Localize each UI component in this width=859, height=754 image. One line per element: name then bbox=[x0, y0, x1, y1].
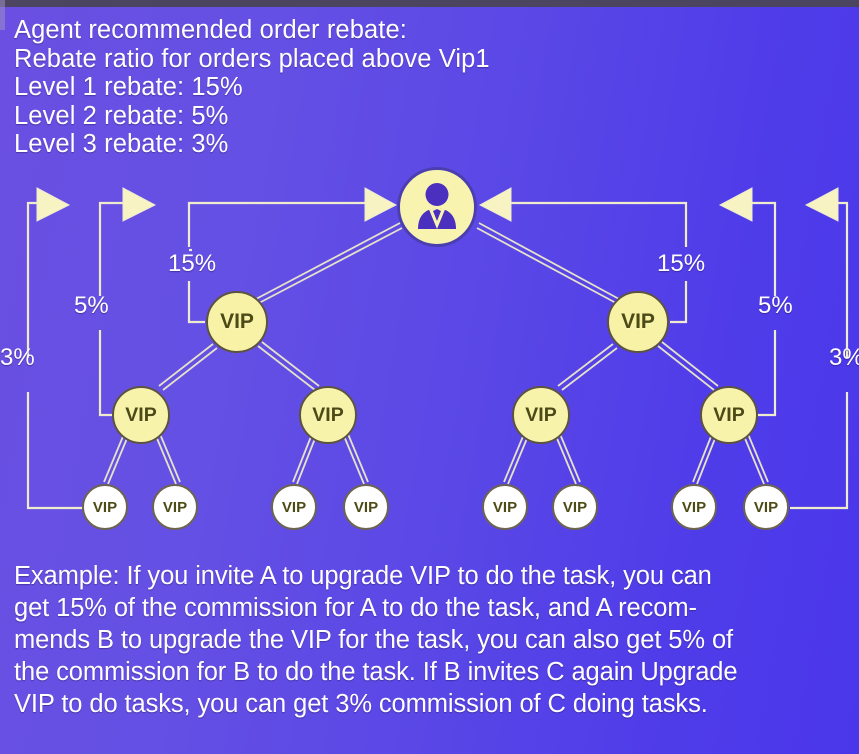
rate-label-left-level3: 3% bbox=[0, 344, 35, 371]
left-level2-vip-node-2[interactable]: VIP bbox=[299, 386, 357, 444]
top-edge-strip bbox=[0, 0, 859, 7]
node-label: VIP bbox=[753, 498, 779, 516]
example-line-2: get 15% of the commission for A to do th… bbox=[14, 594, 697, 622]
rate-label-left-level1: 15% bbox=[168, 250, 217, 277]
left-level2-vip-node-1[interactable]: VIP bbox=[112, 386, 170, 444]
right-level3-vip-node-3[interactable]: VIP bbox=[671, 484, 717, 530]
node-label: VIP bbox=[562, 498, 588, 516]
header-line-title: Agent recommended order rebate: bbox=[14, 16, 407, 44]
edge-right-level2a-to-level3b bbox=[555, 433, 581, 485]
example-line-3: mends B to upgrade the VIP for the task,… bbox=[14, 626, 734, 654]
node-label: VIP bbox=[220, 310, 254, 333]
edge-root-to-left-level1 bbox=[255, 222, 403, 304]
rate-label-right-level3: 3% bbox=[829, 344, 859, 371]
header-line-level2: Level 2 rebate: 5% bbox=[14, 101, 229, 130]
bracket-left-5pct bbox=[98, 187, 157, 417]
edge-left-level2b-to-level3d bbox=[343, 433, 369, 485]
root-user-node[interactable] bbox=[397, 167, 477, 247]
header-line-level1: Level 1 rebate: 15% bbox=[14, 73, 243, 101]
header-line-subtitle: Rebate ratio for orders placed above Vip… bbox=[14, 44, 490, 73]
bracket-right-15pct bbox=[478, 187, 688, 324]
right-level1-vip-node[interactable]: VIP bbox=[607, 291, 669, 353]
edge-right-level2a-to-level3a bbox=[503, 433, 529, 485]
edge-right-level2b-to-level3c bbox=[692, 433, 717, 485]
right-level3-vip-node-1[interactable]: VIP bbox=[482, 484, 528, 530]
right-level2-vip-node-1[interactable]: VIP bbox=[512, 386, 570, 444]
bracket-left-3pct bbox=[26, 187, 85, 510]
example-line-5: VIP to do tasks, you can get 3% commissi… bbox=[14, 690, 708, 718]
left-level1-vip-node[interactable]: VIP bbox=[206, 291, 268, 353]
edge-left-level2b-to-level3c bbox=[292, 433, 317, 485]
right-level3-vip-node-4[interactable]: VIP bbox=[743, 484, 789, 530]
bracket-right-5pct bbox=[718, 187, 777, 417]
node-label: VIP bbox=[281, 498, 307, 516]
edge-left-level1-to-level2a bbox=[158, 343, 218, 391]
bracket-right-3pct bbox=[790, 187, 849, 510]
node-label: VIP bbox=[492, 498, 518, 516]
edge-left-level1-to-level2b bbox=[257, 341, 320, 391]
node-label: VIP bbox=[681, 498, 707, 516]
edge-left-level2a-to-level3b bbox=[155, 433, 181, 485]
node-label: VIP bbox=[125, 403, 157, 426]
example-line-1: Example: If you invite A to upgrade VIP … bbox=[14, 562, 712, 590]
header-line-level3: Level 3 rebate: 3% bbox=[14, 130, 229, 158]
node-label: VIP bbox=[353, 498, 379, 516]
rate-label-right-level1: 15% bbox=[657, 250, 706, 277]
node-label: VIP bbox=[621, 310, 655, 333]
node-label: VIP bbox=[92, 498, 118, 516]
header-block: Agent recommended order rebate: Rebate r… bbox=[14, 16, 834, 159]
left-level3-vip-node-2[interactable]: VIP bbox=[152, 484, 198, 530]
right-level3-vip-node-2[interactable]: VIP bbox=[552, 484, 598, 530]
edge-right-level1-to-level2b bbox=[657, 341, 719, 391]
node-label: VIP bbox=[162, 498, 188, 516]
user-avatar-icon bbox=[407, 177, 467, 237]
edge-right-level2b-to-level3d bbox=[743, 433, 769, 485]
left-level3-vip-node-3[interactable]: VIP bbox=[271, 484, 317, 530]
example-description-block: Example: If you invite A to upgrade VIP … bbox=[14, 560, 852, 720]
left-level3-vip-node-4[interactable]: VIP bbox=[343, 484, 389, 530]
edge-right-level1-to-level2a bbox=[557, 343, 618, 391]
edge-left-level2a-to-level3a bbox=[103, 433, 129, 485]
rate-label-left-level2: 5% bbox=[74, 292, 109, 319]
node-label: VIP bbox=[713, 403, 745, 426]
bracket-left-15pct bbox=[187, 187, 398, 324]
right-level2-vip-node-2[interactable]: VIP bbox=[700, 386, 758, 444]
rate-label-right-level2: 5% bbox=[758, 292, 793, 319]
node-label: VIP bbox=[312, 403, 344, 426]
edge-root-to-right-level1 bbox=[476, 222, 620, 304]
left-level3-vip-node-1[interactable]: VIP bbox=[82, 484, 128, 530]
example-line-4: the commission for B to do the task. If … bbox=[14, 658, 738, 686]
node-label: VIP bbox=[525, 403, 557, 426]
left-edge-strip bbox=[0, 0, 5, 30]
